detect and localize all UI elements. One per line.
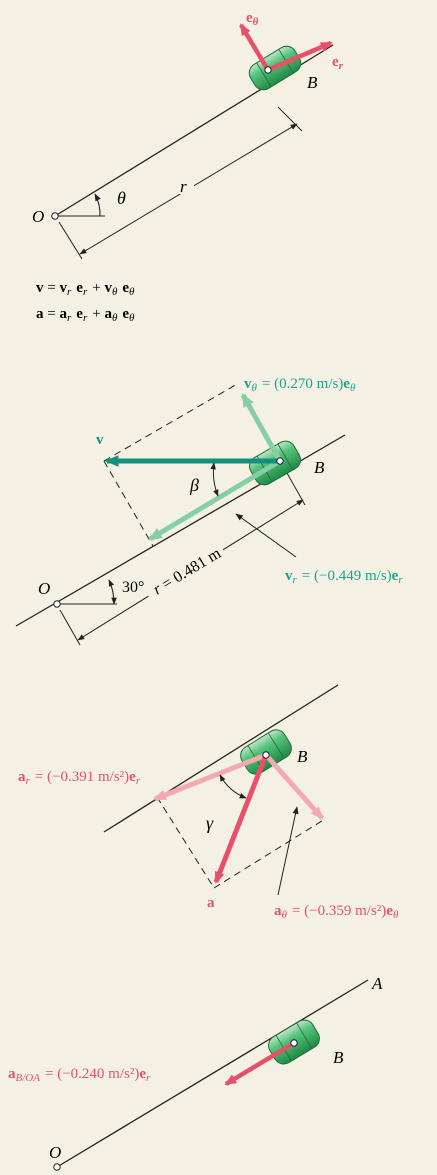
label-O: O [38, 579, 50, 598]
dashed-construction-2 [103, 382, 240, 462]
label-v-r: vr = (−0.449 m/s)er [285, 568, 404, 586]
label-O: O [32, 207, 44, 226]
r-extension-line-2 [277, 106, 303, 132]
point-B-dot [264, 66, 272, 74]
label-a: a [207, 895, 215, 911]
equation-acceleration: a = ar er + aθ eθ [36, 306, 136, 324]
origin-O-dot [53, 600, 61, 608]
r-label-gap [141, 539, 233, 611]
acceleration-radial-component [152, 752, 267, 802]
label-beta: β [189, 475, 199, 495]
origin-O-dot [51, 212, 59, 220]
unit-vector-e-r [267, 40, 333, 73]
label-O: O [49, 1143, 61, 1162]
dashed-construction [103, 460, 154, 547]
label-a-theta: aθ = (−0.359 m/s²)eθ [274, 903, 400, 921]
label-B: B [297, 747, 308, 766]
point-B-dot [290, 1039, 298, 1047]
r-extension-line [58, 221, 83, 260]
label-a-r: ar = (−0.391 m/s²)er [18, 769, 141, 787]
label-B: B [307, 73, 318, 92]
point-B-dot [276, 457, 284, 465]
r-extension-line [59, 609, 81, 646]
point-B-dot [262, 751, 270, 759]
label-gamma: γ [206, 813, 214, 833]
label-a-B-OA: aB/OA = (−0.240 m/s²)er [8, 1066, 152, 1084]
label-30-degrees: 30° [122, 579, 144, 596]
velocity-radial-component [147, 458, 282, 542]
panel-1-collar-definition: eθ er B O θ r v = vr er + vθ eθ a = ar e… [32, 10, 344, 324]
unit-vector-e-theta [239, 23, 270, 72]
velocity-transverse-component [240, 392, 283, 463]
label-A: A [371, 974, 383, 993]
angle-30-arc [108, 579, 117, 605]
label-B: B [333, 1048, 344, 1067]
label-theta: θ [117, 188, 126, 208]
rod-line [103, 684, 339, 833]
label-r: r [180, 177, 187, 196]
r-label-gap [178, 178, 194, 194]
label-v: v [96, 432, 104, 448]
acceleration-transverse-component [264, 753, 324, 820]
relative-acceleration-vector [224, 1041, 296, 1086]
origin-O-dot [53, 1163, 61, 1171]
a-theta-leader [277, 806, 299, 896]
rod-line [56, 979, 369, 1168]
theta-angle-arc [94, 193, 101, 217]
panel-4-relative-acceleration: A B aB/OA = (−0.240 m/s²)er O [8, 974, 383, 1171]
label-e-theta: eθ [246, 10, 259, 28]
gamma-angle-arc [219, 774, 247, 799]
dashed-construction-2 [213, 818, 326, 889]
label-r-value: r = 0.481 m [150, 545, 224, 599]
equation-velocity: v = vr er + vθ eθ [36, 280, 136, 298]
beta-angle-arc [210, 462, 219, 497]
label-e-r: er [332, 54, 344, 72]
acceleration-vector-a [213, 754, 269, 884]
label-v-theta: vθ = (0.270 m/s)eθ [244, 376, 357, 394]
panel-3-acceleration: ar = (−0.391 m/s²)er B γ aθ = (−0.359 m/… [18, 684, 400, 921]
panel-2-velocity: vθ = (0.270 m/s)eθ v β B O 30° r = 0.481… [15, 376, 404, 646]
dashed-construction [156, 796, 215, 889]
label-B: B [314, 458, 325, 477]
v-r-leader [235, 513, 297, 558]
